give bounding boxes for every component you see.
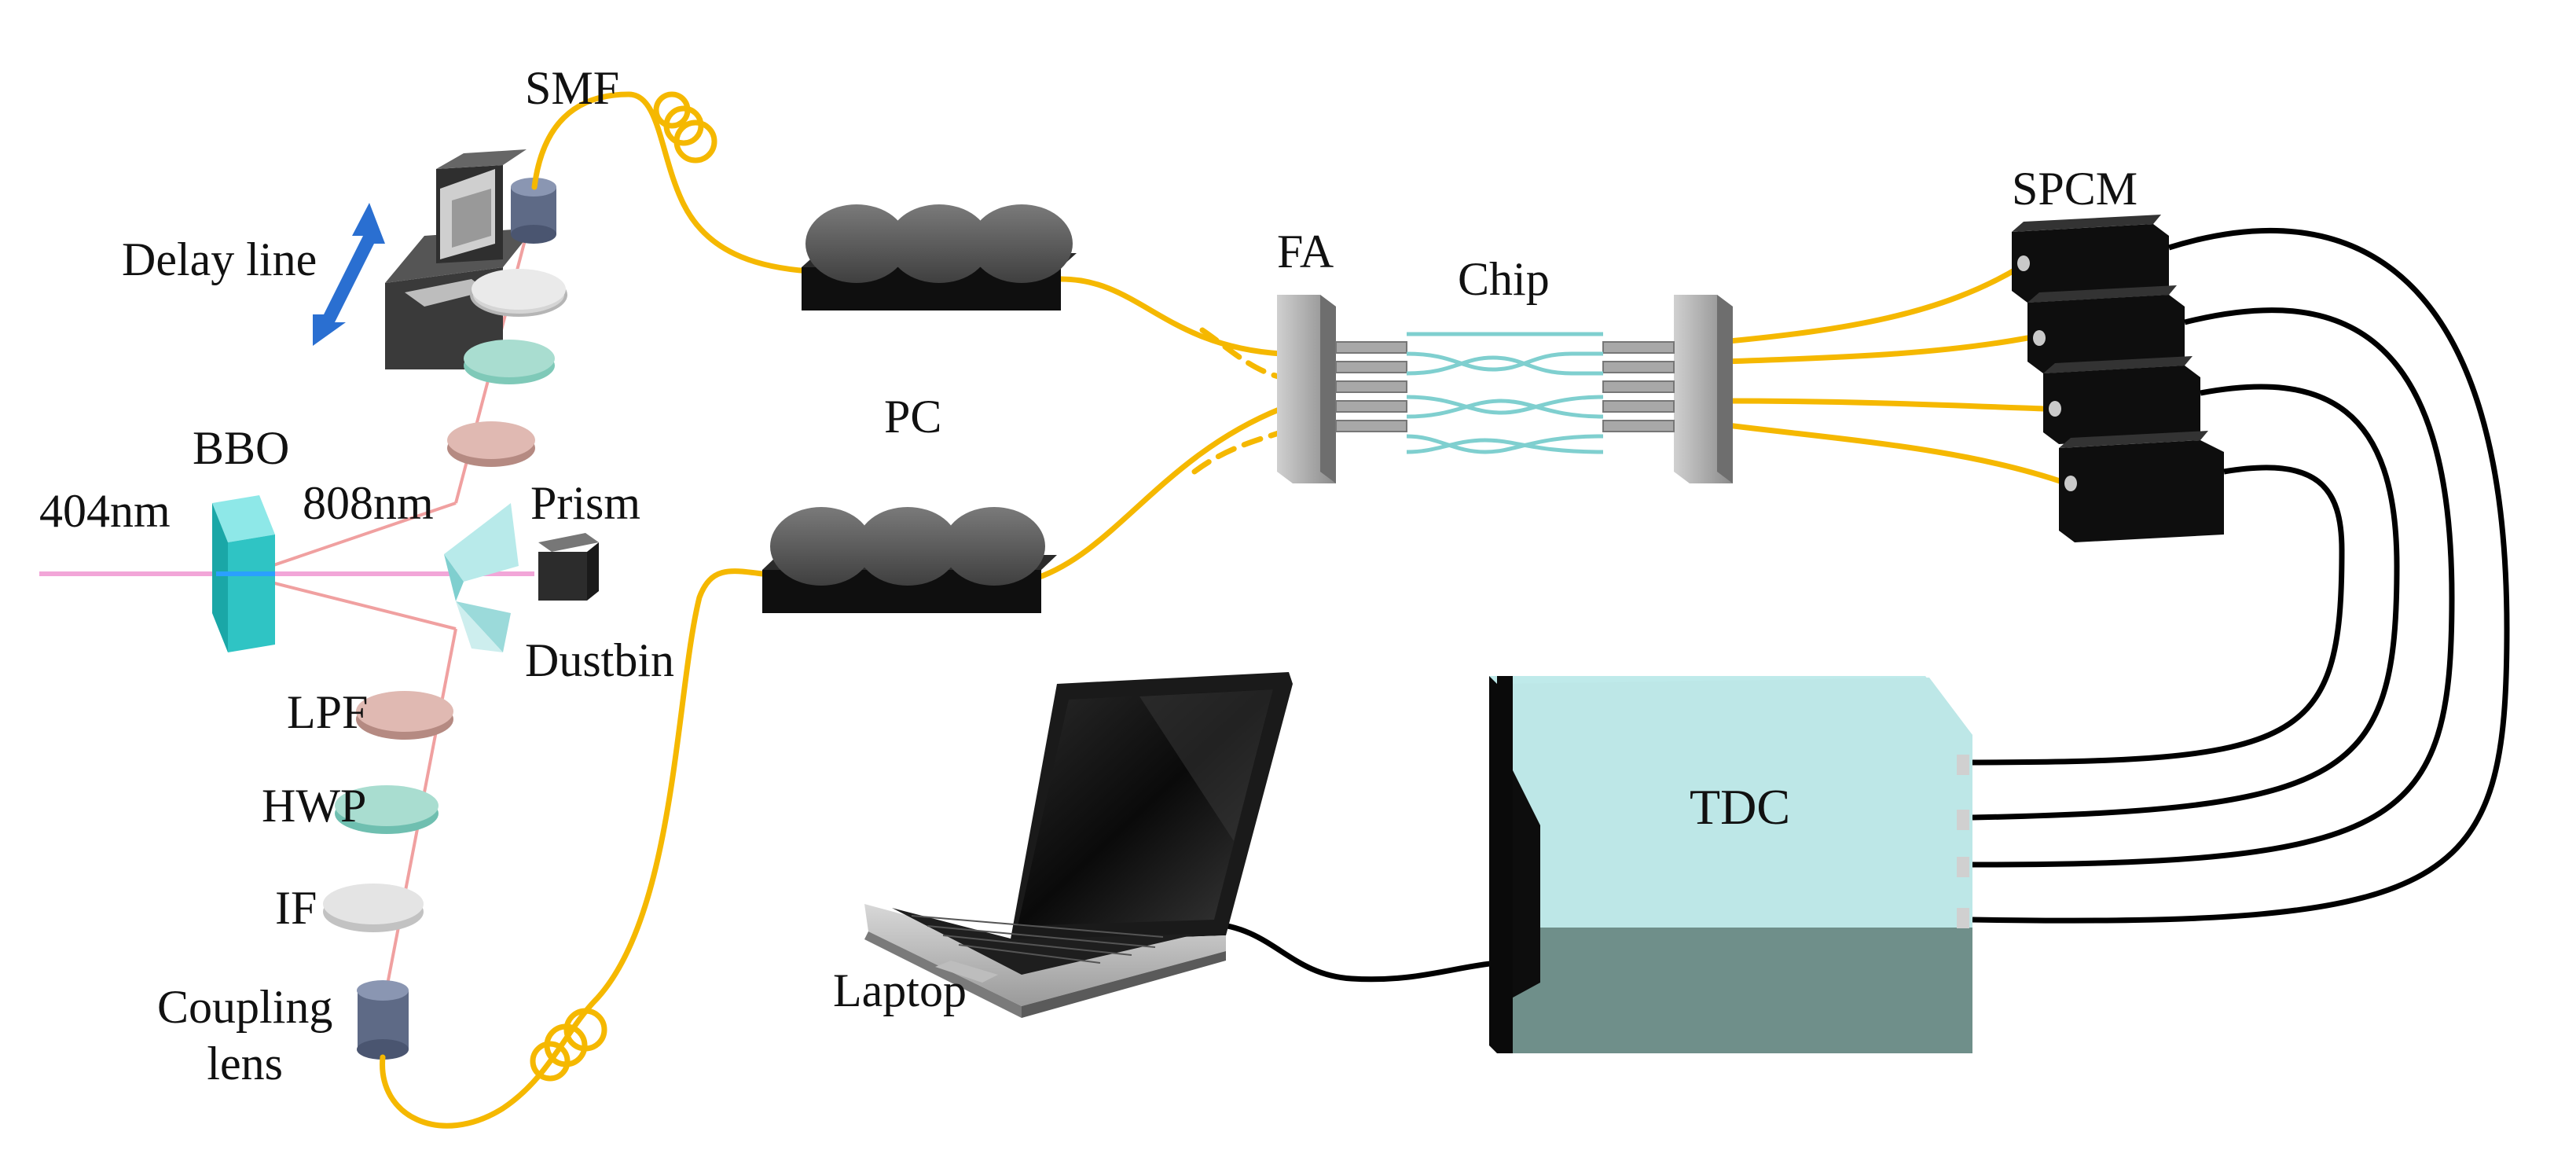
coupling-lens [357, 980, 409, 1060]
if-disc [323, 884, 424, 932]
polarization-controller-2 [762, 507, 1057, 613]
double-arrow-icon [313, 203, 385, 346]
polarization-controller-1 [802, 204, 1077, 310]
spcm-detector-1 [2012, 215, 2169, 303]
bbo-crystal [212, 495, 275, 652]
spcm-detector-4 [2059, 431, 2224, 542]
fiber-pigtails [1335, 341, 1675, 432]
fibers [380, 91, 2070, 1129]
delay-line-stage [385, 149, 534, 369]
photonic-chip [1406, 332, 1604, 454]
filter-disc-1 [447, 421, 535, 467]
hwp-disc [335, 785, 439, 834]
spcm-detector-3 [2043, 356, 2200, 444]
tdc-box [1489, 676, 1972, 1053]
fiber-array-right [1674, 295, 1733, 483]
smf-coupler [511, 178, 556, 244]
dustbin-block [538, 533, 599, 601]
mirror-disc-1 [470, 269, 567, 317]
lpf-disc [356, 691, 453, 740]
spcm-detector-2 [2027, 285, 2185, 373]
coax-cables [1209, 227, 2510, 983]
waveplate-disc-1 [464, 340, 555, 384]
laptop-icon [864, 672, 1293, 1018]
prism [444, 503, 519, 652]
fiber-array-left [1277, 295, 1336, 483]
